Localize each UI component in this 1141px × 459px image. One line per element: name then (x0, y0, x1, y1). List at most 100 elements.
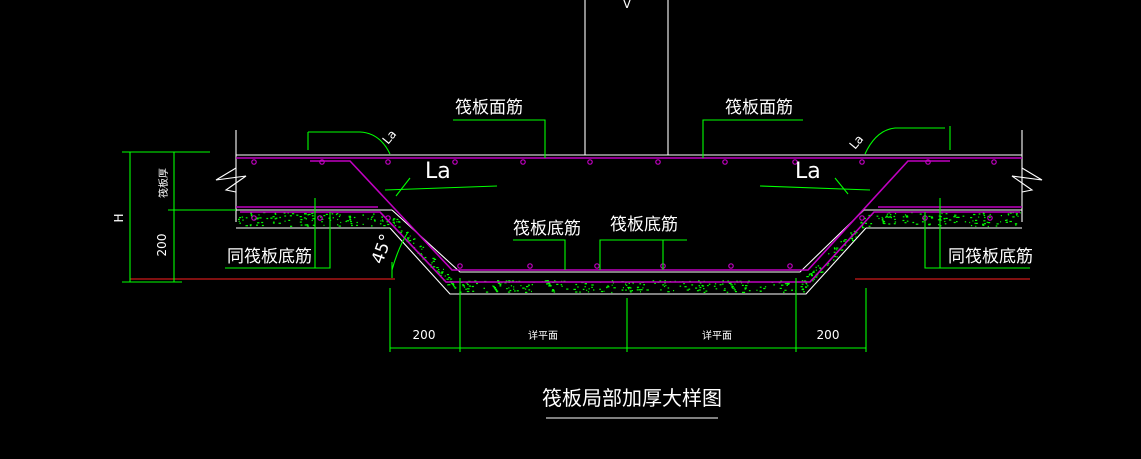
hatch-speck (351, 224, 353, 227)
hatch-speck (733, 289, 736, 291)
hatch-speck (983, 214, 986, 217)
hatch-speck (836, 249, 838, 251)
hatch-speck (350, 223, 353, 225)
hatch-speck (372, 215, 374, 217)
hatch-speck (323, 215, 326, 217)
hatch-speck (734, 283, 736, 285)
hatch-speck (495, 289, 497, 291)
hatch-speck (371, 216, 373, 218)
hatch-speck (287, 212, 289, 214)
hatch-speck (272, 216, 275, 218)
hatch-speck (660, 289, 662, 291)
hatch-speck (380, 220, 382, 222)
hatch-speck (984, 223, 986, 225)
hatch-speck (665, 284, 667, 287)
hatch-speck (513, 288, 515, 290)
label-angle: 45° (368, 232, 397, 267)
hatch-speck (337, 224, 339, 226)
hatch-speck (274, 213, 277, 215)
hatch-speck (444, 275, 446, 277)
hatch-speck (810, 275, 813, 277)
hatch-speck (629, 290, 632, 292)
hatch-speck (779, 287, 782, 289)
hatch-speck (370, 218, 372, 220)
hatch-speck (812, 280, 814, 282)
hatch-speck (544, 280, 547, 282)
hatch-speck (889, 214, 892, 216)
hatch-speck (836, 256, 838, 258)
hatch-speck (945, 213, 948, 215)
hatch-speck (238, 218, 240, 220)
hatch-speck (546, 283, 549, 285)
hatch-speck (851, 237, 854, 239)
hatch-speck (528, 289, 531, 291)
hatch-speck (939, 216, 942, 218)
hatch-speck (593, 289, 595, 291)
hatch-speck (894, 213, 897, 215)
hatch-speck (575, 283, 578, 286)
hatch-speck (731, 286, 733, 288)
hatch-speck (759, 290, 762, 292)
hatch-speck (989, 216, 991, 218)
hatch-speck (978, 213, 981, 215)
hatch-speck (440, 274, 442, 276)
hatch-speck (921, 221, 924, 223)
hatch-speck (953, 221, 956, 224)
hatch-speck (759, 286, 762, 288)
rebar-dot (859, 215, 865, 221)
hatch-speck (448, 276, 451, 279)
rebar-dot (520, 159, 526, 165)
rebar-dot (987, 215, 993, 221)
hatch-speck (679, 285, 682, 287)
hatch-speck (982, 224, 985, 226)
hatch-speck (894, 218, 896, 220)
hatch-speck (239, 217, 241, 219)
hatch-speck (463, 286, 466, 288)
hatch-speck (356, 224, 358, 226)
hatch-speck (930, 216, 933, 218)
hatch-speck (284, 215, 287, 217)
hatch-speck (791, 289, 793, 291)
hatch-speck (887, 216, 890, 218)
hatch-speck (612, 282, 614, 284)
hatch-speck (802, 288, 805, 290)
hatch-speck (382, 220, 384, 222)
hatch-speck (852, 239, 854, 241)
hatch-speck (259, 217, 262, 219)
hatch-speck (522, 287, 525, 289)
hatch-speck (513, 286, 515, 288)
hatch-speck (438, 270, 440, 273)
hatch-speck (507, 291, 511, 293)
rebar-dot (787, 263, 793, 269)
hatch-speck (800, 286, 803, 288)
hatch-speck (371, 225, 373, 227)
hatch-speck (261, 224, 264, 227)
hatch-speck (983, 220, 986, 222)
hatch-speck (462, 284, 465, 286)
hatch-speck (970, 217, 973, 219)
hatch-speck (886, 213, 889, 215)
hatch-speck (625, 284, 628, 286)
hatch-speck (449, 278, 453, 280)
hatch-speck (956, 221, 958, 223)
hatch-speck (747, 282, 749, 284)
hatch-speck (249, 224, 252, 226)
hatch-speck (974, 222, 976, 224)
hatch-speck (881, 216, 883, 219)
hatch-speck (547, 282, 550, 284)
hatch-speck (667, 291, 670, 293)
hatch-speck (904, 214, 907, 216)
hatch-speck (239, 222, 241, 224)
rebar-dot (991, 159, 997, 165)
hatch-speck (510, 285, 513, 287)
hatch-speck (278, 222, 281, 224)
hatch-speck (350, 221, 352, 223)
hatch-speck (975, 219, 978, 221)
hatch-speck (695, 287, 698, 289)
hatch-speck (548, 285, 551, 287)
hatch-speck (448, 284, 451, 286)
hatch-speck (549, 285, 552, 287)
hatch-speck (622, 287, 624, 289)
hatch-speck (353, 216, 356, 219)
dim-h-label: H (112, 213, 126, 222)
